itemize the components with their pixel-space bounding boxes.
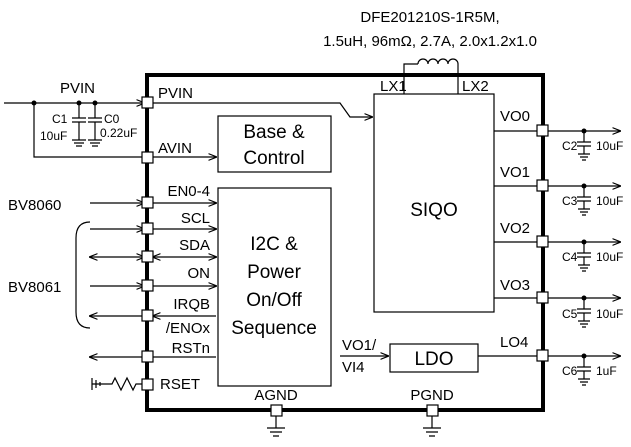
bv8061-brace [75, 221, 91, 329]
vo1-label: VO1 [500, 164, 530, 181]
pin-rset [141, 378, 154, 391]
pin-avin [141, 151, 154, 164]
agnd-ground [267, 404, 285, 437]
ext-pvin-label: PVIN [60, 80, 95, 97]
ldo-input-line2: VI4 [342, 359, 365, 376]
vo0-label: VO0 [500, 108, 530, 125]
pin-irqb [141, 309, 154, 322]
pin-enox-label: /ENOx [166, 320, 211, 337]
capacitor-c1 [72, 100, 86, 147]
sequence-line2: Power [247, 262, 302, 283]
pin-avin-label: AVIN [158, 140, 192, 157]
capacitor-c5 [548, 296, 620, 328]
ldo-label: LDO [414, 349, 453, 370]
pgnd-ground [423, 404, 441, 437]
capacitor-c2 [548, 129, 620, 161]
capacitor-c3 [548, 184, 620, 216]
c0-label: C0 [104, 112, 120, 126]
inductor-part-label: DFE201210S-1R5M, [360, 9, 499, 26]
pin-on-label: ON [188, 265, 211, 282]
ldo-input-line1: VO1/ [342, 337, 377, 354]
base-control-line1: Base & [243, 122, 305, 143]
capacitor-c4 [548, 240, 620, 272]
c5-label: C5 [562, 307, 578, 321]
agnd-label: AGND [254, 387, 298, 404]
capacitor-c6 [548, 354, 620, 386]
pin-vo1 [536, 179, 549, 192]
pin-scl-label: SCL [181, 210, 210, 227]
vo3-label: VO3 [500, 277, 530, 294]
c4-value: 10uF [596, 250, 623, 264]
c6-label: C6 [562, 364, 578, 378]
pin-rstn [141, 350, 154, 363]
pin-en [141, 196, 154, 209]
pin-scl [141, 222, 154, 235]
c0-value: 0.22uF [100, 126, 137, 140]
capacitor-c0 [88, 100, 102, 147]
c3-value: 10uF [596, 194, 623, 208]
lo4-label: LO4 [500, 334, 528, 351]
pin-en-label: EN0-4 [167, 183, 210, 200]
c1-value: 10uF [40, 129, 67, 143]
siqo-block [373, 93, 495, 313]
inductor-spec-label: 1.5uH, 96mΩ, 2.7A, 2.0x1.2x1.0 [323, 33, 537, 50]
inductor-symbol [403, 58, 459, 94]
bv8061-label: BV8061 [8, 279, 61, 296]
c2-value: 10uF [596, 139, 623, 153]
ldo-block [389, 343, 479, 373]
c2-label: C2 [562, 139, 578, 153]
pin-rstn-label: RSTn [172, 340, 210, 357]
c4-label: C4 [562, 250, 578, 264]
pin-on [141, 279, 154, 292]
sequence-line4: Sequence [231, 318, 317, 339]
pvin-junction-dot [31, 100, 37, 106]
pvin-internal-wire [153, 102, 372, 117]
pin-pvin-label: PVIN [158, 85, 193, 102]
base-control-line2: Control [243, 148, 304, 169]
sequence-block [217, 187, 332, 387]
pgnd-label: PGND [410, 387, 454, 404]
c3-label: C3 [562, 194, 578, 208]
pin-lo4 [536, 349, 549, 362]
pin-vo0 [536, 124, 549, 137]
lx2-label: LX2 [462, 78, 489, 95]
avin-feed-wire [33, 103, 146, 158]
vo2-label: VO2 [500, 220, 530, 237]
pin-sda [141, 250, 154, 263]
c5-value: 10uF [596, 307, 623, 321]
pin-pvin [141, 96, 154, 109]
pin-vo2 [536, 235, 549, 248]
pin-irqb-label: IRQB [173, 296, 210, 313]
c6-value: 1uF [596, 364, 617, 378]
pin-sda-label: SDA [179, 237, 210, 254]
c1-label: C1 [52, 112, 68, 126]
pin-rset-label: RSET [160, 376, 200, 393]
pin-vo3 [536, 291, 549, 304]
sequence-line3: On/Off [246, 290, 302, 311]
rset-resistor [91, 376, 144, 392]
base-control-block [217, 115, 332, 173]
bv8060-label: BV8060 [8, 197, 61, 214]
lx1-label: LX1 [380, 78, 407, 95]
siqo-label: SIQO [410, 200, 458, 221]
sequence-line1: I2C & [250, 234, 298, 255]
